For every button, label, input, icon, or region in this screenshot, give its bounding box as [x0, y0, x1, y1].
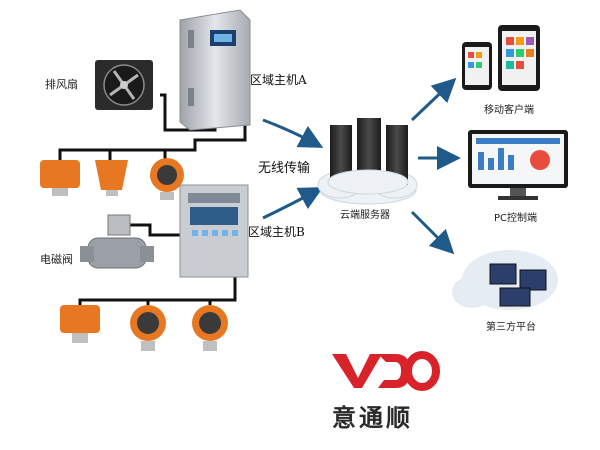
exhaust-fan	[95, 60, 153, 110]
pc-monitor	[468, 130, 568, 200]
cloud-server	[317, 118, 418, 205]
mobile-client-label: 移动客户端	[484, 105, 534, 116]
brand-name: 意通顺	[332, 403, 413, 432]
detector	[40, 160, 80, 196]
solenoid-valve-label: 电磁阀	[40, 253, 73, 266]
mobile-devices	[462, 25, 540, 91]
wireless-label: 无线传输	[258, 161, 311, 176]
exhaust-fan-label: 排风扇	[45, 78, 78, 91]
output-arrow	[410, 77, 457, 122]
host-a-cabinet	[179, 9, 251, 131]
detector	[150, 158, 184, 200]
solenoid-valve	[80, 214, 154, 269]
output-arrow	[410, 210, 455, 255]
wireless-arrow	[262, 187, 324, 220]
detector	[130, 305, 166, 351]
pc-client-label: PC控制端	[494, 213, 538, 224]
cloud-server-label: 云端服务器	[340, 210, 390, 221]
brand-logo	[332, 351, 440, 391]
host-a-label: 区域主机A	[250, 73, 307, 87]
host-b-label: 区域主机B	[248, 225, 305, 239]
detector	[192, 305, 228, 351]
third-party-platform	[452, 250, 558, 310]
wireless-arrow	[262, 118, 324, 148]
detector	[95, 160, 128, 196]
host-b-cabinet	[179, 184, 249, 278]
third-party-label: 第三方平台	[486, 322, 536, 333]
detector	[60, 305, 100, 343]
